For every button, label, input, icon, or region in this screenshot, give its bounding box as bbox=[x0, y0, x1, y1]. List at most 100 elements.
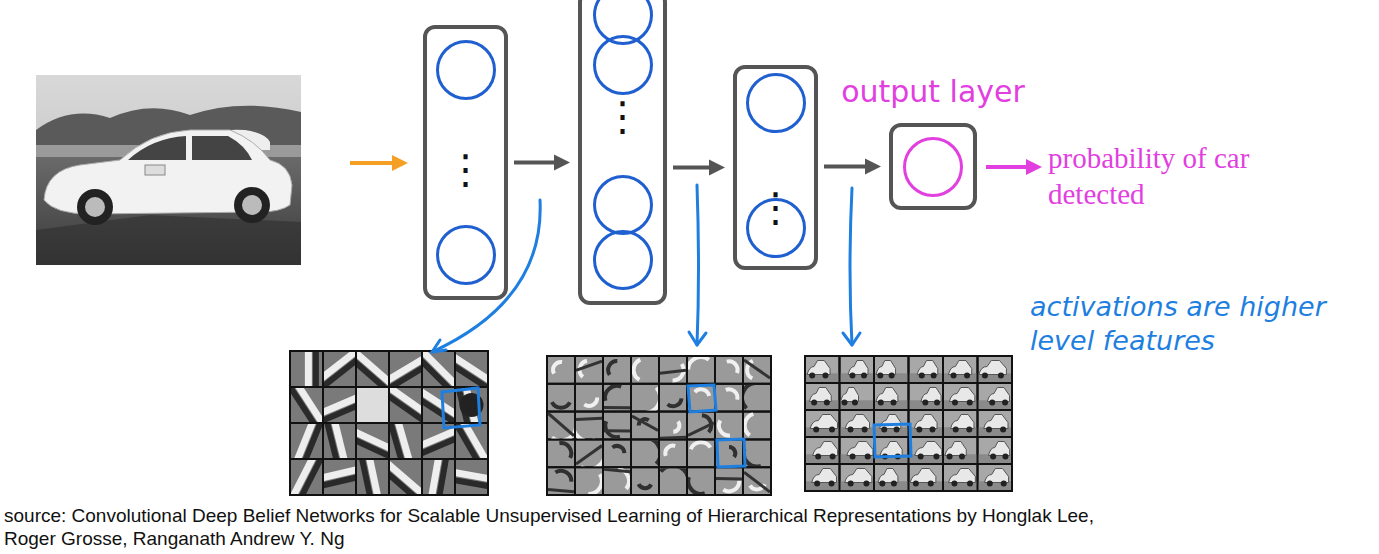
feature-cell bbox=[716, 413, 742, 439]
neuron-circle bbox=[436, 225, 496, 285]
cell-ground bbox=[548, 357, 574, 383]
car-shape bbox=[845, 469, 872, 483]
wheel bbox=[986, 427, 992, 433]
car-photo bbox=[36, 75, 301, 265]
car-shape bbox=[880, 415, 901, 429]
feature-cell bbox=[357, 388, 388, 422]
cell-ground bbox=[875, 465, 908, 490]
wheel bbox=[879, 481, 885, 487]
wheel bbox=[877, 373, 883, 379]
ellipsis-mark: ⋮ bbox=[427, 149, 504, 189]
edge-part bbox=[604, 429, 630, 432]
car-shape bbox=[988, 442, 1009, 456]
car-shape bbox=[876, 361, 896, 375]
feature-cell bbox=[632, 413, 658, 439]
arrowhead bbox=[865, 159, 881, 175]
cell-ground bbox=[660, 385, 686, 411]
cell-ground bbox=[604, 385, 630, 411]
feature-cell bbox=[548, 413, 574, 439]
curve-part bbox=[608, 361, 617, 375]
curve-part bbox=[665, 446, 675, 456]
feature-cell bbox=[979, 465, 1012, 490]
feature-cell bbox=[604, 413, 630, 439]
layer-title: output layer bbox=[841, 74, 1025, 109]
cell-ground bbox=[357, 388, 388, 422]
wheel bbox=[852, 400, 858, 406]
feature-cell bbox=[324, 352, 355, 386]
cell-ground bbox=[632, 440, 658, 466]
cell-ground bbox=[632, 357, 658, 383]
cell-ground bbox=[806, 384, 839, 409]
feature-cell bbox=[390, 460, 421, 494]
feature-cell bbox=[456, 388, 487, 422]
layer-arrow bbox=[824, 159, 881, 175]
feature-cell bbox=[576, 413, 602, 439]
wheel bbox=[1002, 454, 1008, 460]
dark-bar bbox=[433, 460, 453, 494]
wheel bbox=[881, 427, 887, 433]
car-shape bbox=[810, 415, 837, 429]
feature-cell bbox=[291, 460, 322, 494]
cell-ground bbox=[688, 440, 714, 466]
road bbox=[875, 481, 908, 490]
output-arrow bbox=[986, 159, 1042, 175]
feature-cell bbox=[841, 438, 874, 463]
curve-part bbox=[647, 440, 658, 464]
car-shape bbox=[984, 415, 1008, 429]
wheel bbox=[849, 373, 855, 379]
layer-arrow bbox=[514, 155, 570, 171]
feature-cell bbox=[291, 424, 322, 458]
cell-ground bbox=[944, 411, 977, 436]
ellipsis-mark: ⋮ bbox=[737, 187, 814, 227]
dark-bar bbox=[390, 424, 411, 458]
feature-cell bbox=[744, 440, 770, 466]
cell-ground bbox=[841, 465, 874, 490]
hidden-layer-box: ⋮ bbox=[733, 65, 818, 270]
car-shape bbox=[878, 469, 898, 483]
wheel bbox=[989, 400, 995, 406]
cell-ground bbox=[944, 465, 977, 490]
cell-ground bbox=[944, 384, 977, 409]
car-shape bbox=[848, 361, 868, 375]
input-arrow bbox=[350, 155, 408, 171]
wheel bbox=[848, 427, 854, 433]
feature-cell bbox=[390, 424, 421, 458]
feature-cell bbox=[576, 357, 602, 383]
feature-cell bbox=[841, 411, 874, 436]
cell-ground bbox=[576, 440, 602, 466]
cell-ground bbox=[576, 468, 602, 494]
car-shape bbox=[949, 469, 976, 483]
feature-cell bbox=[688, 440, 714, 466]
wheel bbox=[829, 481, 835, 487]
car-shape bbox=[880, 442, 902, 456]
wheel bbox=[966, 427, 972, 433]
feature-cell bbox=[688, 357, 714, 383]
dark-bar bbox=[291, 388, 322, 422]
cell-ground bbox=[660, 440, 686, 466]
feature-cell bbox=[875, 438, 908, 463]
feature-cell bbox=[806, 357, 839, 382]
cell-ground bbox=[688, 357, 714, 383]
arrowhead bbox=[554, 155, 570, 171]
wheel bbox=[964, 373, 970, 379]
cell-ground bbox=[632, 468, 658, 494]
edge-part bbox=[632, 416, 658, 430]
car-shape bbox=[979, 361, 1007, 375]
cell-ground bbox=[688, 385, 714, 411]
dark-bar bbox=[291, 460, 322, 494]
wheel bbox=[824, 400, 830, 406]
curve-part bbox=[726, 389, 738, 399]
feature-cell bbox=[910, 438, 943, 463]
feature-cell bbox=[604, 440, 630, 466]
curve-part bbox=[612, 446, 624, 453]
edge-part bbox=[548, 413, 574, 436]
wheel bbox=[959, 454, 965, 460]
wheel bbox=[919, 373, 925, 379]
cell-ground bbox=[604, 440, 630, 466]
feature-cell bbox=[357, 352, 388, 386]
feature-cell bbox=[841, 384, 874, 409]
feature-cell bbox=[716, 468, 742, 494]
wheel bbox=[822, 373, 828, 379]
car-shape bbox=[951, 415, 974, 429]
feature-cell bbox=[910, 411, 943, 436]
